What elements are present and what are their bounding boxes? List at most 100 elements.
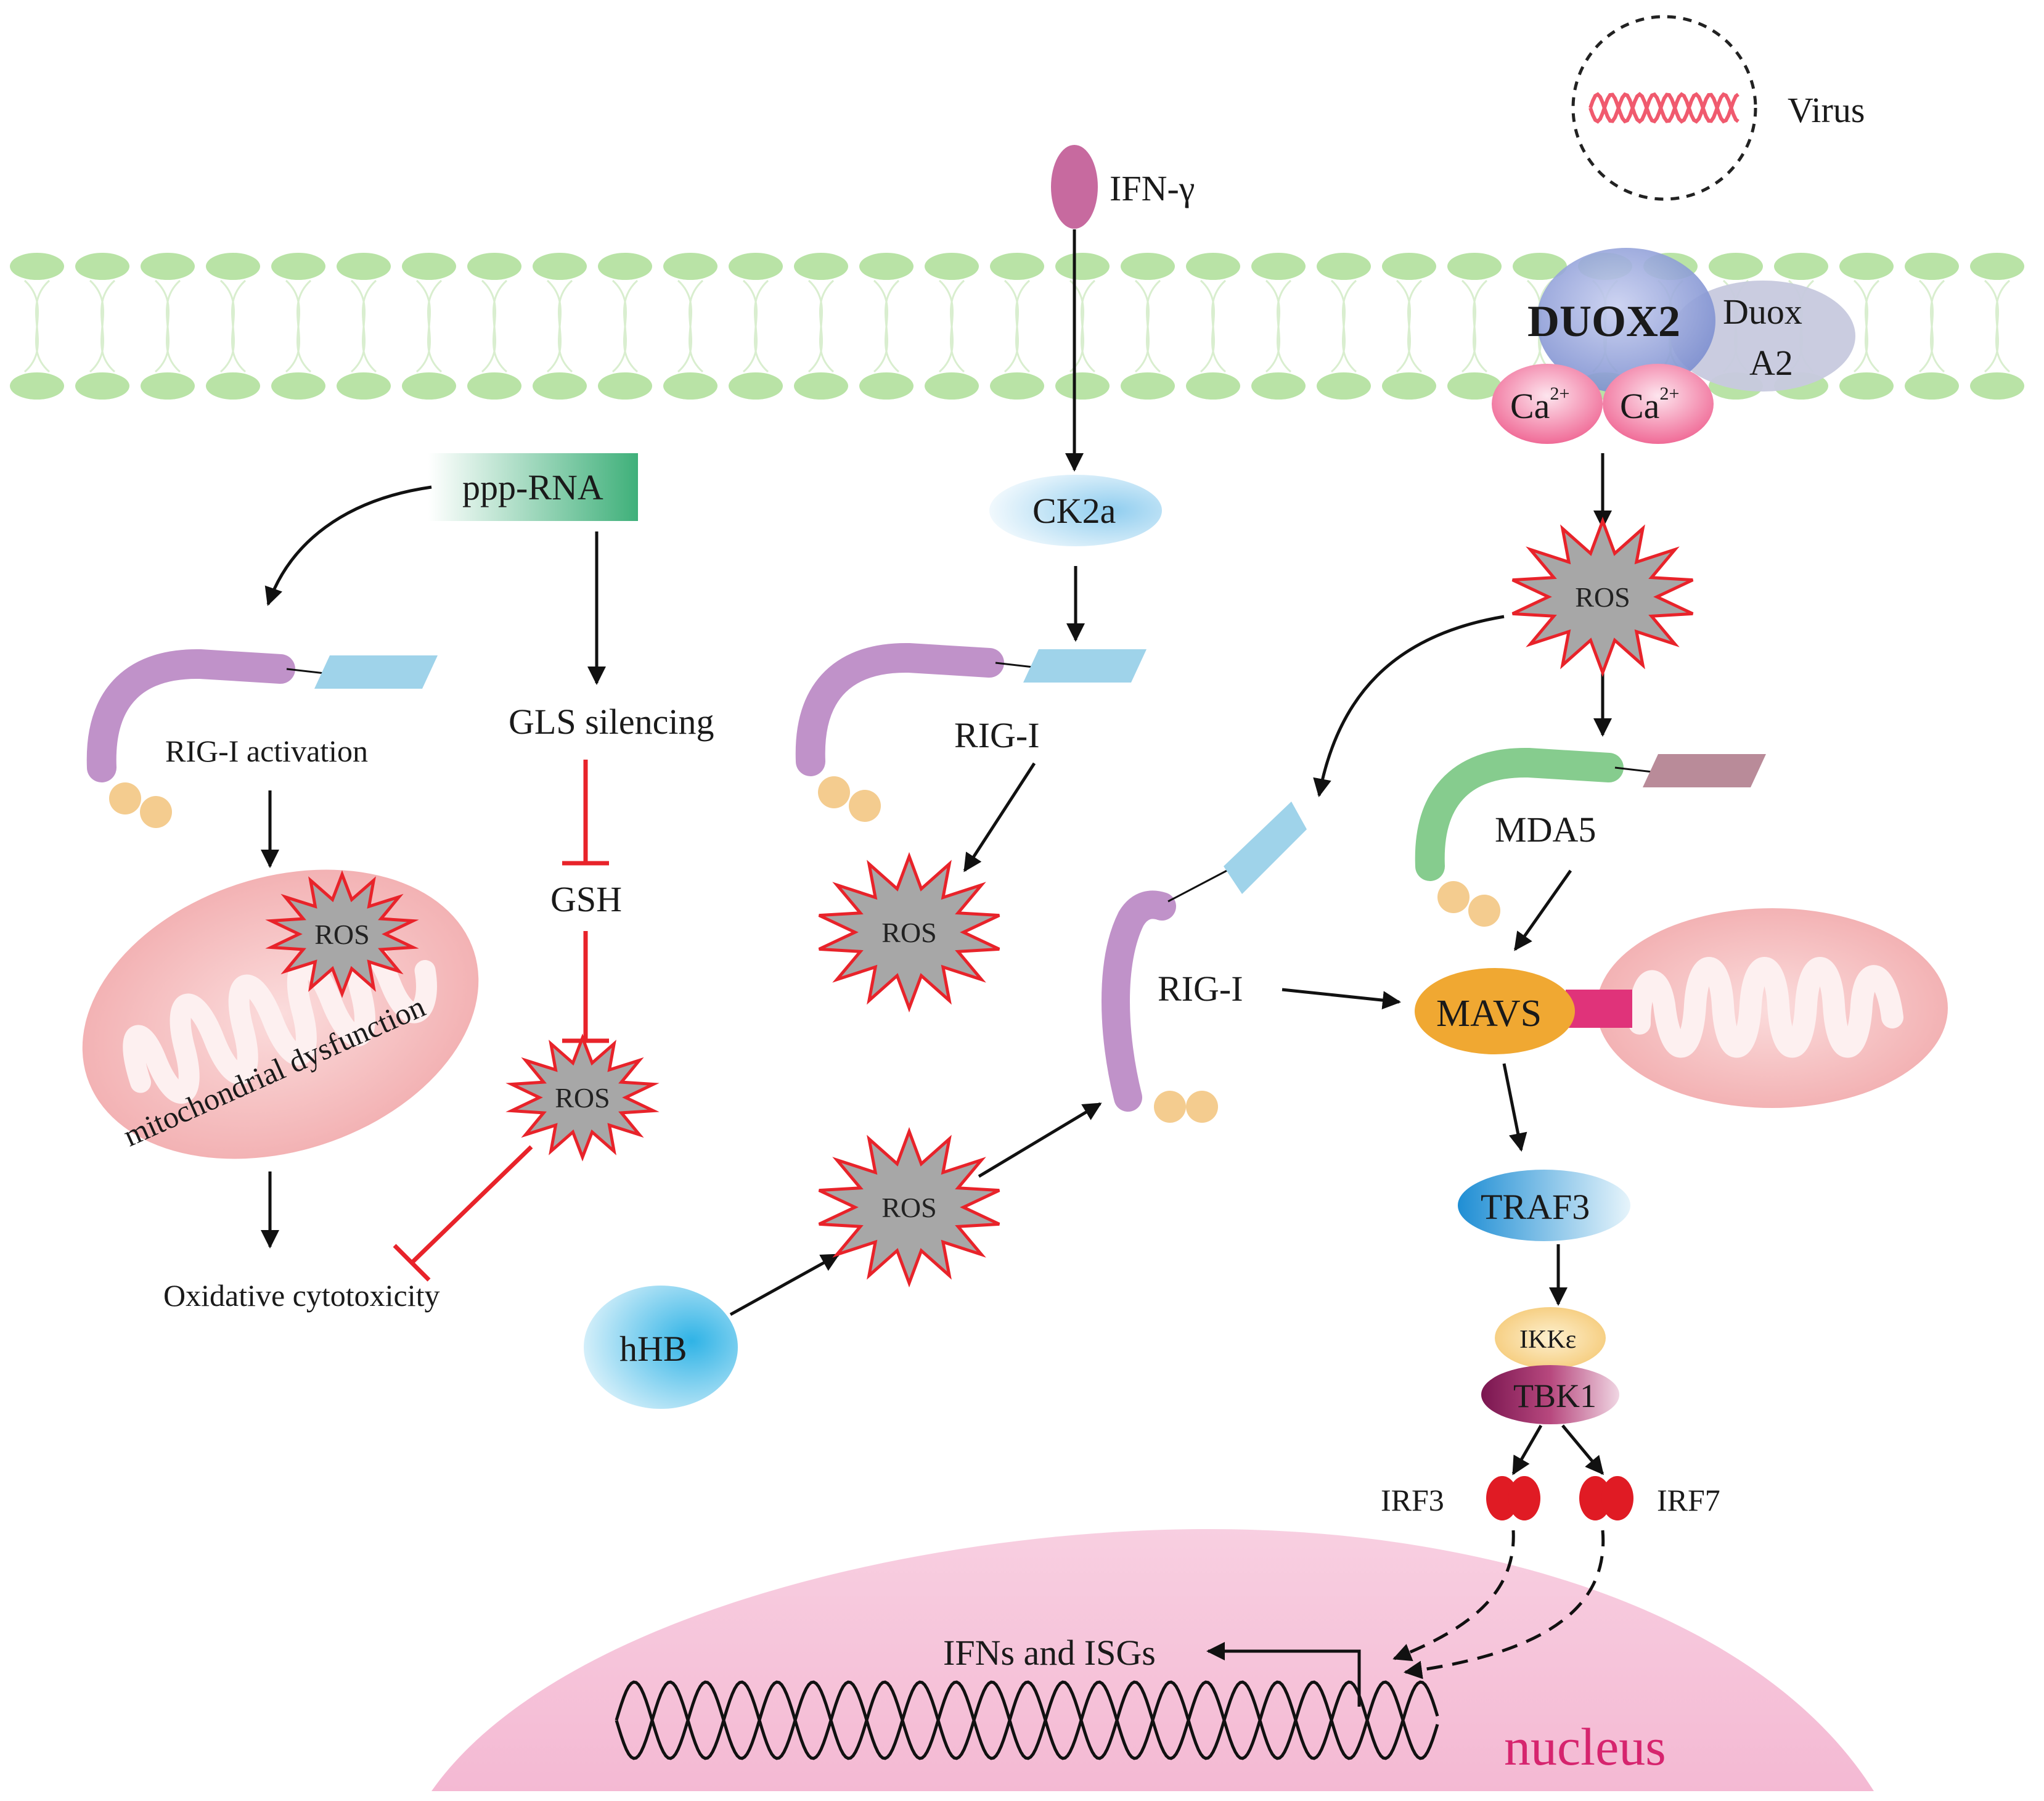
mda5-body [1415,747,1624,881]
lipid-head [1186,253,1240,280]
lipid-tail [285,279,312,373]
inhibit-gls-to-gsh [562,760,609,866]
lipid-head [1839,372,1894,400]
mda5-card [1643,754,1766,787]
lipid-tail [23,279,51,373]
rig-i-middle-bead [818,776,850,808]
lipid-head [1055,372,1110,400]
lipid-tail [873,279,900,373]
lipid-head [206,253,260,280]
rig-i-label-middle: RIG-I [954,715,1040,755]
arrow-irf7-to-dna [1404,1530,1605,1680]
rig-i-left-bead [109,782,141,814]
lipid-head [10,372,64,400]
duox2-label: DUOX2 [1527,297,1680,346]
arrow-mavs-to-traf3 [1502,1063,1527,1152]
lipid-head [1121,372,1175,400]
lipid-tail [938,279,965,373]
lipid-head [1839,253,1894,280]
lipid-head [1447,253,1502,280]
lipid-head [925,372,979,400]
arrow-dna-to-ifns [1206,1642,1361,1707]
ck2a-label: CK2a [1032,491,1116,531]
traf3-label: TRAF3 [1481,1187,1590,1227]
lipid-head [925,253,979,280]
lipid-head [1905,253,1959,280]
calcium-label-right: Ca2+ [1620,384,1679,426]
lipid-tail [154,279,181,373]
ros-middle [818,851,1000,1013]
ikk-epsilon-label: IKKε [1519,1326,1576,1354]
mda5-label: MDA5 [1495,810,1596,850]
ros-middle-label: ROS [881,917,936,948]
ifn-gamma-label: IFN-γ [1110,168,1195,208]
mavs-label: MAVS [1436,993,1542,1035]
lipid-head [663,253,717,280]
arrow-ros-to-rig-center [1313,615,1505,797]
lipid-tail [89,279,116,373]
lipid-head [1317,372,1371,400]
lipid-tail [415,279,443,373]
gsh-label: GSH [550,879,622,919]
duox2-protein [1537,248,1715,393]
lipid-head [337,372,391,400]
lipid-head [859,372,914,400]
lipid-head [1382,372,1436,400]
lipid-tail [1004,279,1031,373]
lipid-head [402,253,456,280]
arrow-tbk1-to-irf3 [1511,1424,1543,1475]
inhibit-gsh-to-ros [562,931,609,1043]
lipid-head [1447,372,1502,400]
lipid-head [1055,253,1110,280]
lipid-tail [1265,279,1292,373]
lipid-head [598,372,652,400]
ck2a-protein [989,475,1162,546]
lipid-head [337,253,391,280]
mitochondrion-left [82,869,479,1159]
lipid-head [1121,253,1175,280]
dna-helix [615,1680,1439,1760]
lipid-tail [1330,279,1357,373]
lipid-head [990,253,1044,280]
calcium-right [1603,364,1714,444]
lipid-head [794,253,848,280]
rig-i-center-linker [1167,867,1232,903]
lipid-head [1251,372,1306,400]
virus-label: Virus [1788,90,1865,130]
arrow-mda5-to-mavs [1513,869,1572,951]
lipid-tail [1200,279,1227,373]
tbk1-protein [1481,1365,1619,1424]
lipid-tail [350,279,377,373]
rig-i-activation-label: RIG-I activation [165,734,368,768]
duox-a2-protein [1670,281,1855,392]
lipid-tail [1853,279,1880,373]
lipid-tail [219,279,247,373]
virus-rna-icon [1588,92,1739,124]
inhibition-arrows [393,760,609,1282]
lipid-head [75,253,129,280]
arrow-ros-to-rig-bottom [978,1102,1102,1178]
hhb-protein [584,1286,738,1409]
lipid-head [859,253,914,280]
lipid-tail [546,279,573,373]
lipid-head [10,253,64,280]
lipid-tail [1461,279,1488,373]
lipid-head [467,253,521,280]
lipid-head [1905,372,1959,400]
irf7-label: IRF7 [1657,1483,1720,1517]
ros-mito [265,870,419,998]
traf3-protein [1458,1170,1630,1241]
lipid-head [141,253,195,280]
ros-gsh [505,1033,660,1162]
lipid-head [794,372,848,400]
lipid-tail [481,279,508,373]
arrow-rig-to-mavs [1282,988,1401,1010]
lipid-head [75,372,129,400]
inhibit-ros-to-cytotox [393,1145,533,1282]
lipid-head [729,253,783,280]
lipid-head [467,372,521,400]
mda5-bead [1437,881,1470,913]
arrow-tbk1-to-irf7 [1561,1424,1604,1475]
